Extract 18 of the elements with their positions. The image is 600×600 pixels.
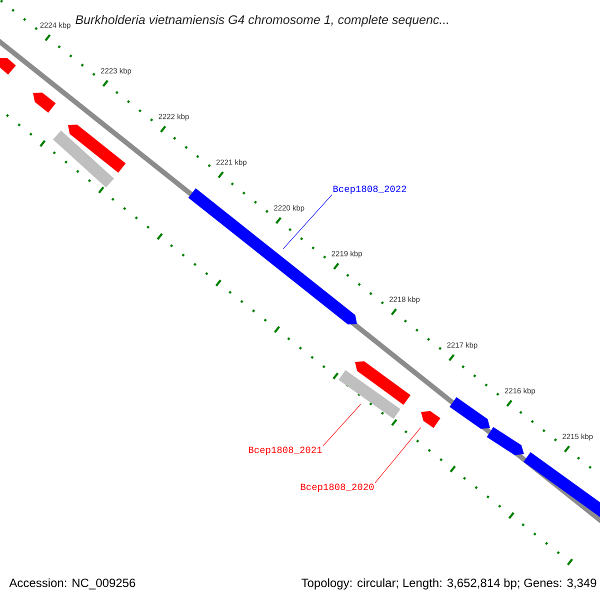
footer-text: Topology: circular; Length: 3,652,814 bp; Genes: 3,349 — [302, 578, 596, 590]
title: Burkholderia vietnamiensis G4 chromosome 1, complete sequenc... — [76, 14, 448, 27]
gene-feature — [52, 130, 114, 188]
leader-line — [282, 194, 332, 250]
footer-text: Accession: NC_009256 — [9, 578, 136, 590]
gene-feature — [524, 452, 600, 519]
gene-feature — [355, 361, 411, 405]
gene-feature — [486, 426, 524, 456]
gene-label: Bcep1808_2022 — [333, 186, 406, 194]
gene-feature — [450, 397, 490, 429]
gene-feature — [338, 370, 400, 419]
gene-feature — [33, 92, 56, 113]
gene-label: Bcep1808_2021 — [248, 446, 322, 455]
gene-feature — [421, 411, 440, 428]
gene-label: Bcep1808_2020 — [300, 484, 374, 492]
leader-line — [322, 404, 362, 446]
gene-feature — [0, 58, 16, 75]
gene-feature — [68, 124, 126, 173]
